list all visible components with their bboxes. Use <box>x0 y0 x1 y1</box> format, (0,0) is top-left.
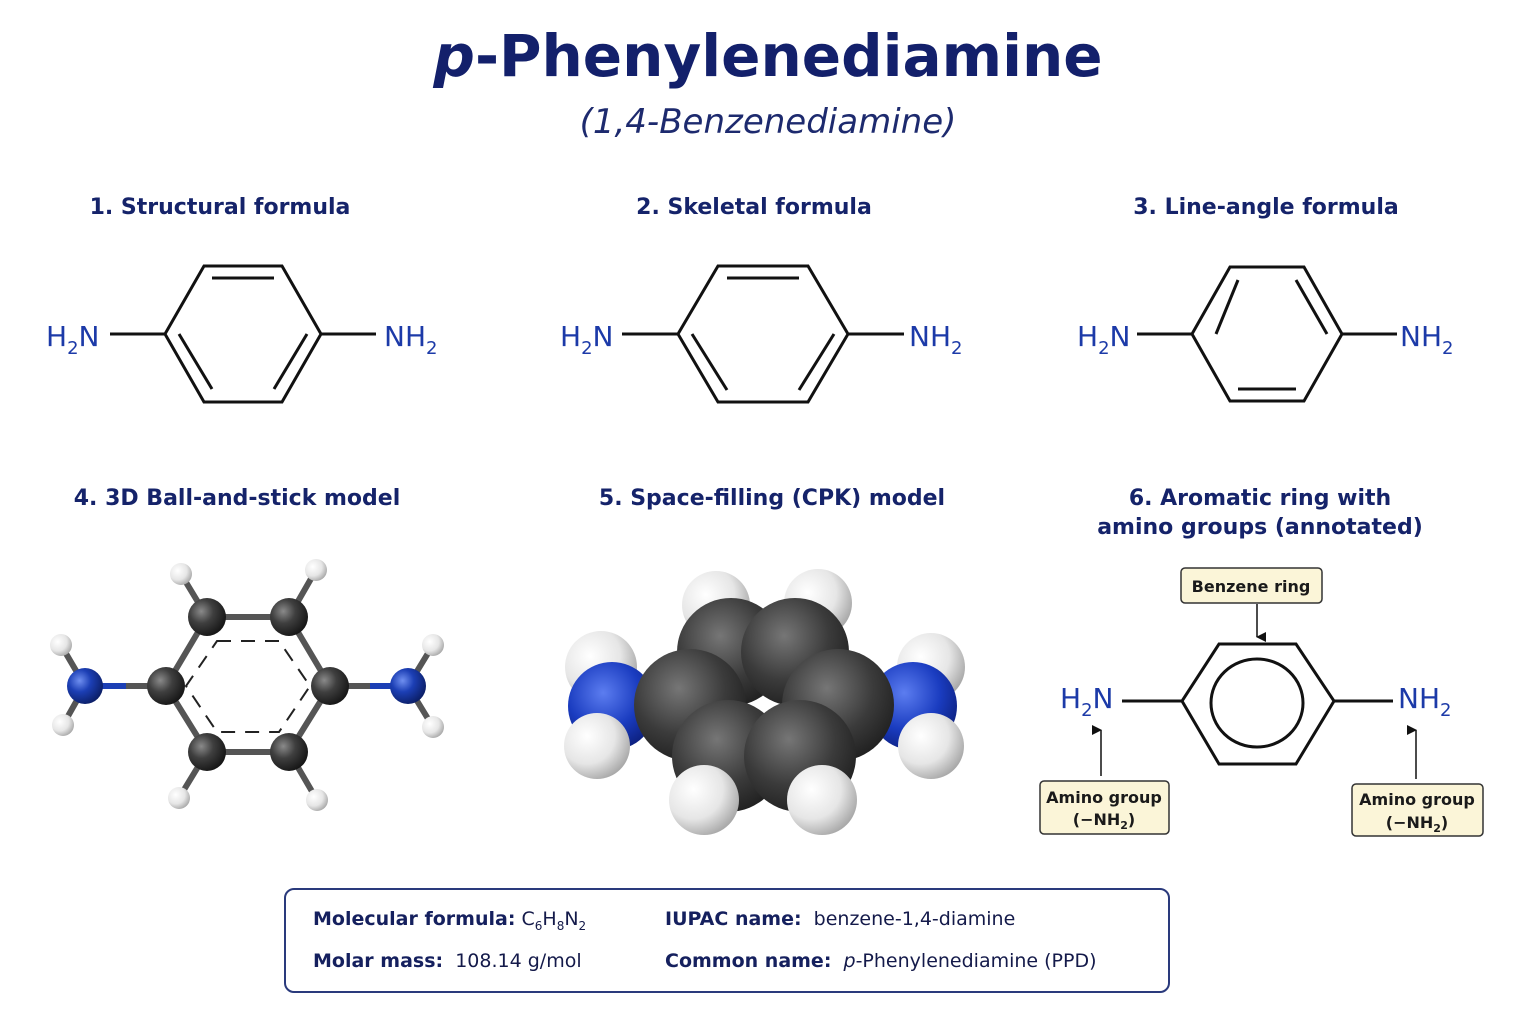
molecular-formula: Molecular formula: C6H8N2 <box>313 908 586 933</box>
molar-mass-value: 108.14 g/mol <box>455 950 582 972</box>
amine-left-line-angle: H2N <box>1077 320 1130 359</box>
panel-title-skeletal: 2. Skeletal formula <box>636 195 872 220</box>
aromatic-circle <box>1209 657 1305 749</box>
iupac-name-label: IUPAC name: <box>665 908 802 930</box>
hydrogen-atoms <box>50 559 444 811</box>
panel-title-line-angle: 3. Line-angle formula <box>1133 195 1399 220</box>
benzene-ring-callout <box>1180 567 1323 604</box>
properties-box <box>284 888 1170 993</box>
common-name-label: Common name: <box>665 950 832 972</box>
amine-left-annotated: H2N <box>1060 682 1113 721</box>
amine-right-annotated: NH2 <box>1398 682 1451 721</box>
benzene-ring-label: Benzene ring <box>1192 577 1311 596</box>
amino-label-left: Amino group <box>1046 788 1162 807</box>
panel-title-ball-and-stick: 4. 3D Ball-and-stick model <box>73 486 401 511</box>
nitrogen-atoms <box>67 668 426 704</box>
title-rest: -Phenylenediamine <box>474 22 1103 90</box>
line-angle-formula <box>1137 265 1397 403</box>
ball-and-stick-model <box>50 559 444 811</box>
title-prefix: p <box>433 22 475 90</box>
page-subtitle: (1,4-Benzenediamine) <box>579 102 957 142</box>
amino-label-right: Amino group <box>1359 790 1475 809</box>
ring-structural <box>163 264 323 404</box>
amino-callout-left <box>1039 780 1170 835</box>
common-name-value: p-Phenylenediamine (PPD) <box>843 950 1097 972</box>
common-name: Common name: p-Phenylenediamine (PPD) <box>665 950 1097 972</box>
ring-line-angle <box>1190 265 1344 403</box>
molar-mass-label: Molar mass: <box>313 950 444 972</box>
skeletal-formula <box>622 264 904 404</box>
ring-skeletal <box>676 264 850 404</box>
annotated-ring <box>1122 642 1393 766</box>
panel-title-annotated-line1: 6. Aromatic ring with <box>1128 486 1392 511</box>
panel-title-annotated-line2: amino groups (annotated) <box>1097 515 1423 540</box>
amine-right-structural: NH2 <box>384 320 437 359</box>
amine-right-line-angle: NH2 <box>1400 320 1453 359</box>
molecular-formula-value: C6H8N2 <box>521 908 587 933</box>
page-title: p-Phenylenediamine <box>0 22 1536 90</box>
amino-callout-right <box>1351 783 1484 837</box>
space-filling-model <box>564 569 965 835</box>
iupac-name: IUPAC name: benzene-1,4-diamine <box>665 908 1015 930</box>
amine-left-structural: H2N <box>46 320 99 359</box>
hydrogens-front <box>564 713 964 835</box>
amine-right-skeletal: NH2 <box>909 320 962 359</box>
molecular-formula-label: Molecular formula: <box>313 908 516 930</box>
molar-mass: Molar mass: 108.14 g/mol <box>313 950 582 972</box>
carbons <box>634 598 894 812</box>
structural-formula <box>110 264 376 404</box>
aromatic-ring-dashed <box>184 640 312 733</box>
iupac-name-value: benzene-1,4-diamine <box>813 908 1016 930</box>
amino-formula-right: (−NH2) <box>1386 813 1448 835</box>
panel-title-structural: 1. Structural formula <box>89 195 351 220</box>
amino-formula-left: (−NH2) <box>1073 810 1135 832</box>
panel-title-space-filling: 5. Space-filling (CPK) model <box>598 486 946 511</box>
carbon-atoms <box>147 598 349 771</box>
amine-left-skeletal: H2N <box>560 320 613 359</box>
